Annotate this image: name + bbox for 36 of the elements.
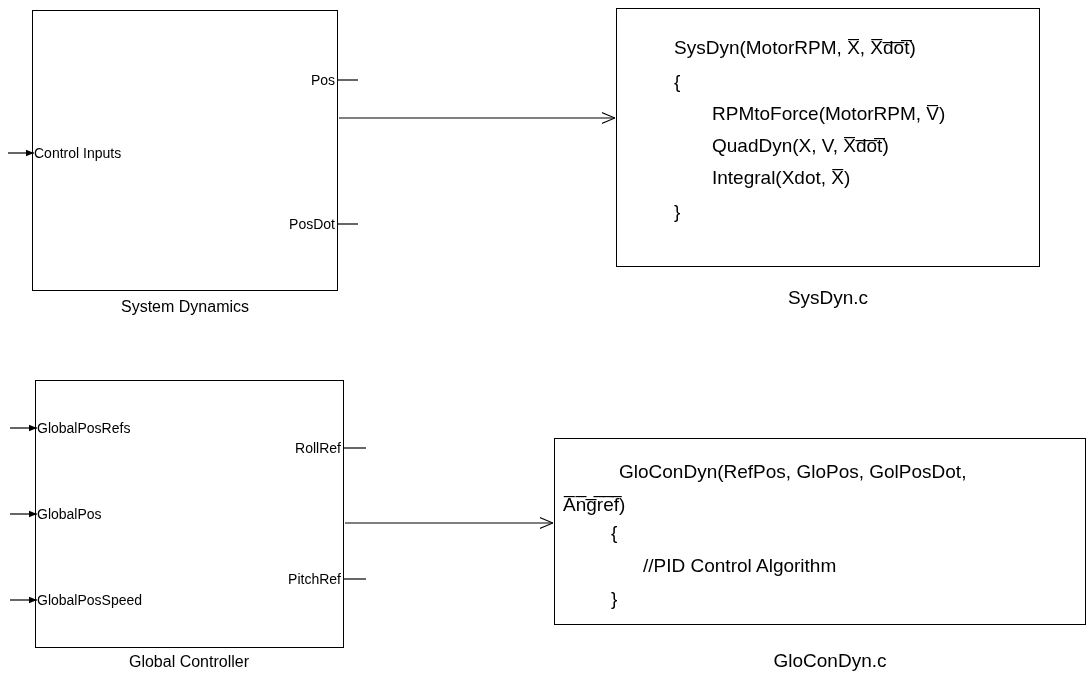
port-label: Control Inputs — [34, 145, 122, 161]
port-label: GlobalPosSpeed — [37, 592, 143, 608]
block-caption: Global Controller — [128, 653, 250, 671]
code-line: Integral(Xdot, X̅) — [712, 166, 851, 190]
port-label: RollRef — [295, 440, 341, 456]
subsystem-block — [35, 380, 344, 648]
code-line: } — [611, 587, 618, 611]
port-label: GlobalPosRefs — [37, 420, 131, 436]
code-line: QuadDyn(X, V, X̅d̅o̅t̅) — [712, 134, 889, 158]
port-label: PitchRef — [288, 571, 341, 587]
file-name: GloConDyn.c — [773, 650, 887, 672]
arrow — [344, 516, 554, 530]
arrow — [338, 111, 616, 125]
code-line: { — [611, 521, 618, 545]
code-line: //PID Control Algorithm — [643, 554, 837, 578]
file-name: SysDyn.c — [787, 287, 869, 309]
port-label: GlobalPos — [37, 506, 102, 522]
output-line — [342, 578, 367, 580]
code-line: { — [674, 70, 681, 94]
port-label: PosDot — [289, 216, 335, 232]
code-line: GloConDyn(RefPos, GloPos, GolPosDot, A̅n̅g̅r̅e̅f̅) — [563, 460, 968, 517]
code-box — [616, 8, 1040, 267]
port-label: Pos — [310, 72, 335, 88]
subsystem-block — [32, 10, 338, 291]
code-line: RPMtoForce(MotorRPM, V̅) — [712, 102, 946, 126]
input-arrow — [9, 596, 38, 604]
code-line: } — [674, 200, 681, 224]
output-line — [336, 79, 359, 81]
input-arrow — [9, 510, 38, 518]
output-line — [342, 447, 367, 449]
code-box — [554, 438, 1086, 625]
input-arrow — [9, 424, 38, 432]
output-line — [336, 223, 359, 225]
input-arrow — [7, 149, 35, 157]
code-line: SysDyn(MotorRPM, X̅, X̅d̅o̅t̅) — [674, 36, 916, 60]
block-caption: System Dynamics — [121, 298, 249, 316]
